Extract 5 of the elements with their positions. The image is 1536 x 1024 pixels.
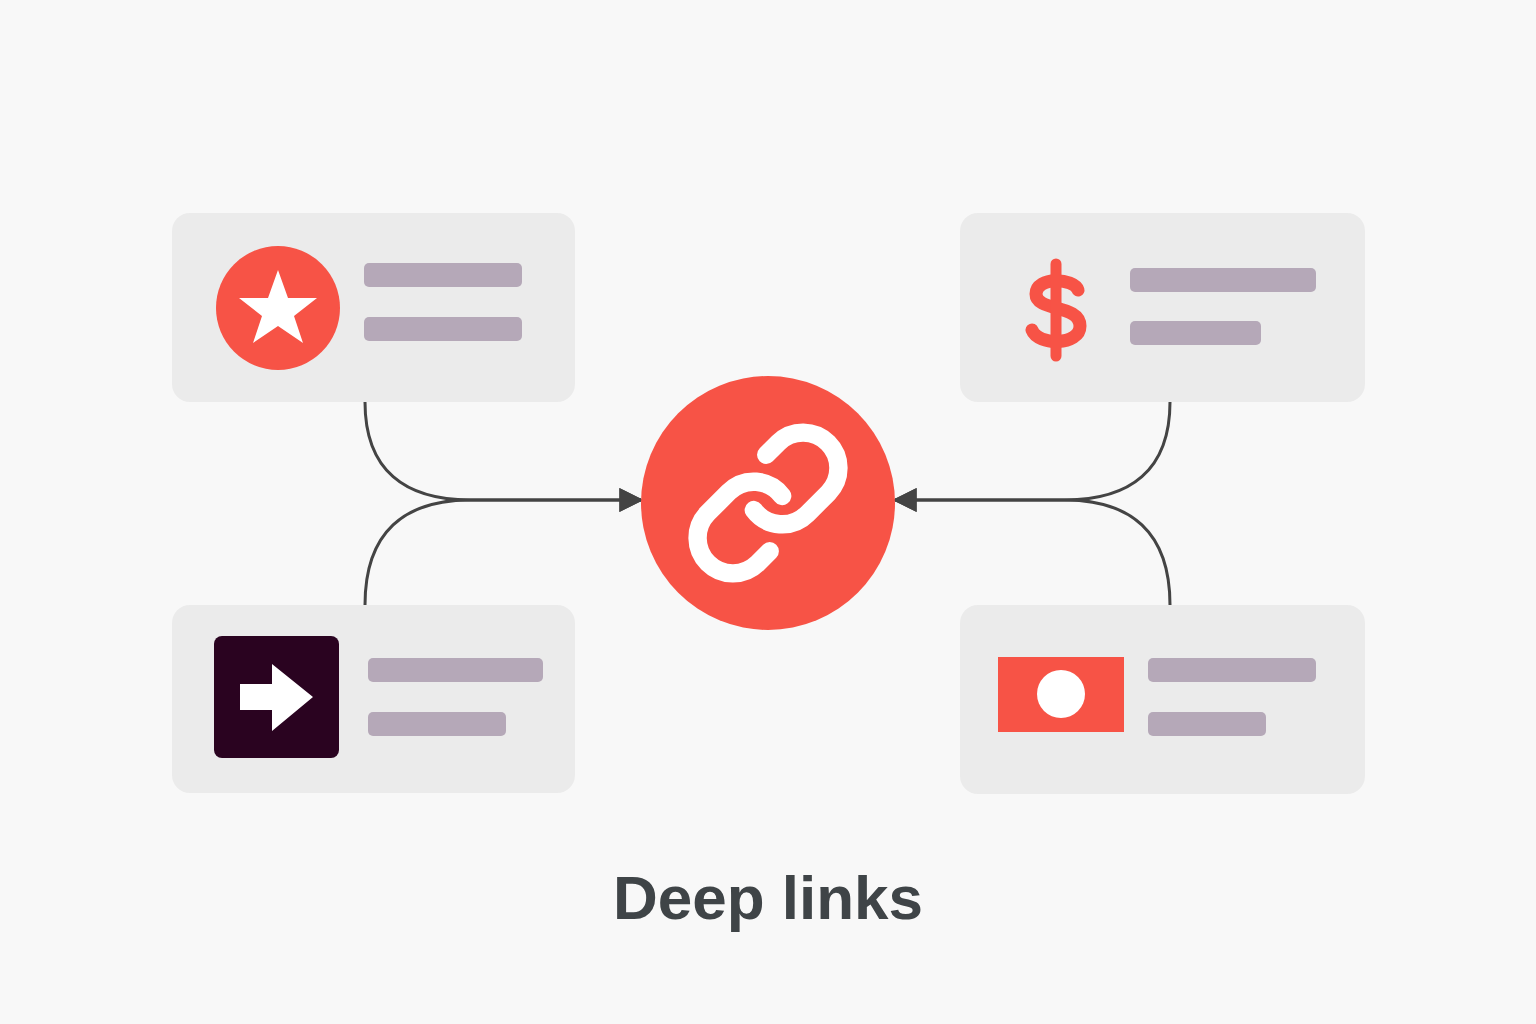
content-card bbox=[960, 213, 1365, 402]
content-card bbox=[960, 605, 1365, 794]
diagram-title: Deep links bbox=[611, 862, 925, 933]
content-card bbox=[172, 213, 575, 402]
content-card bbox=[172, 605, 575, 793]
